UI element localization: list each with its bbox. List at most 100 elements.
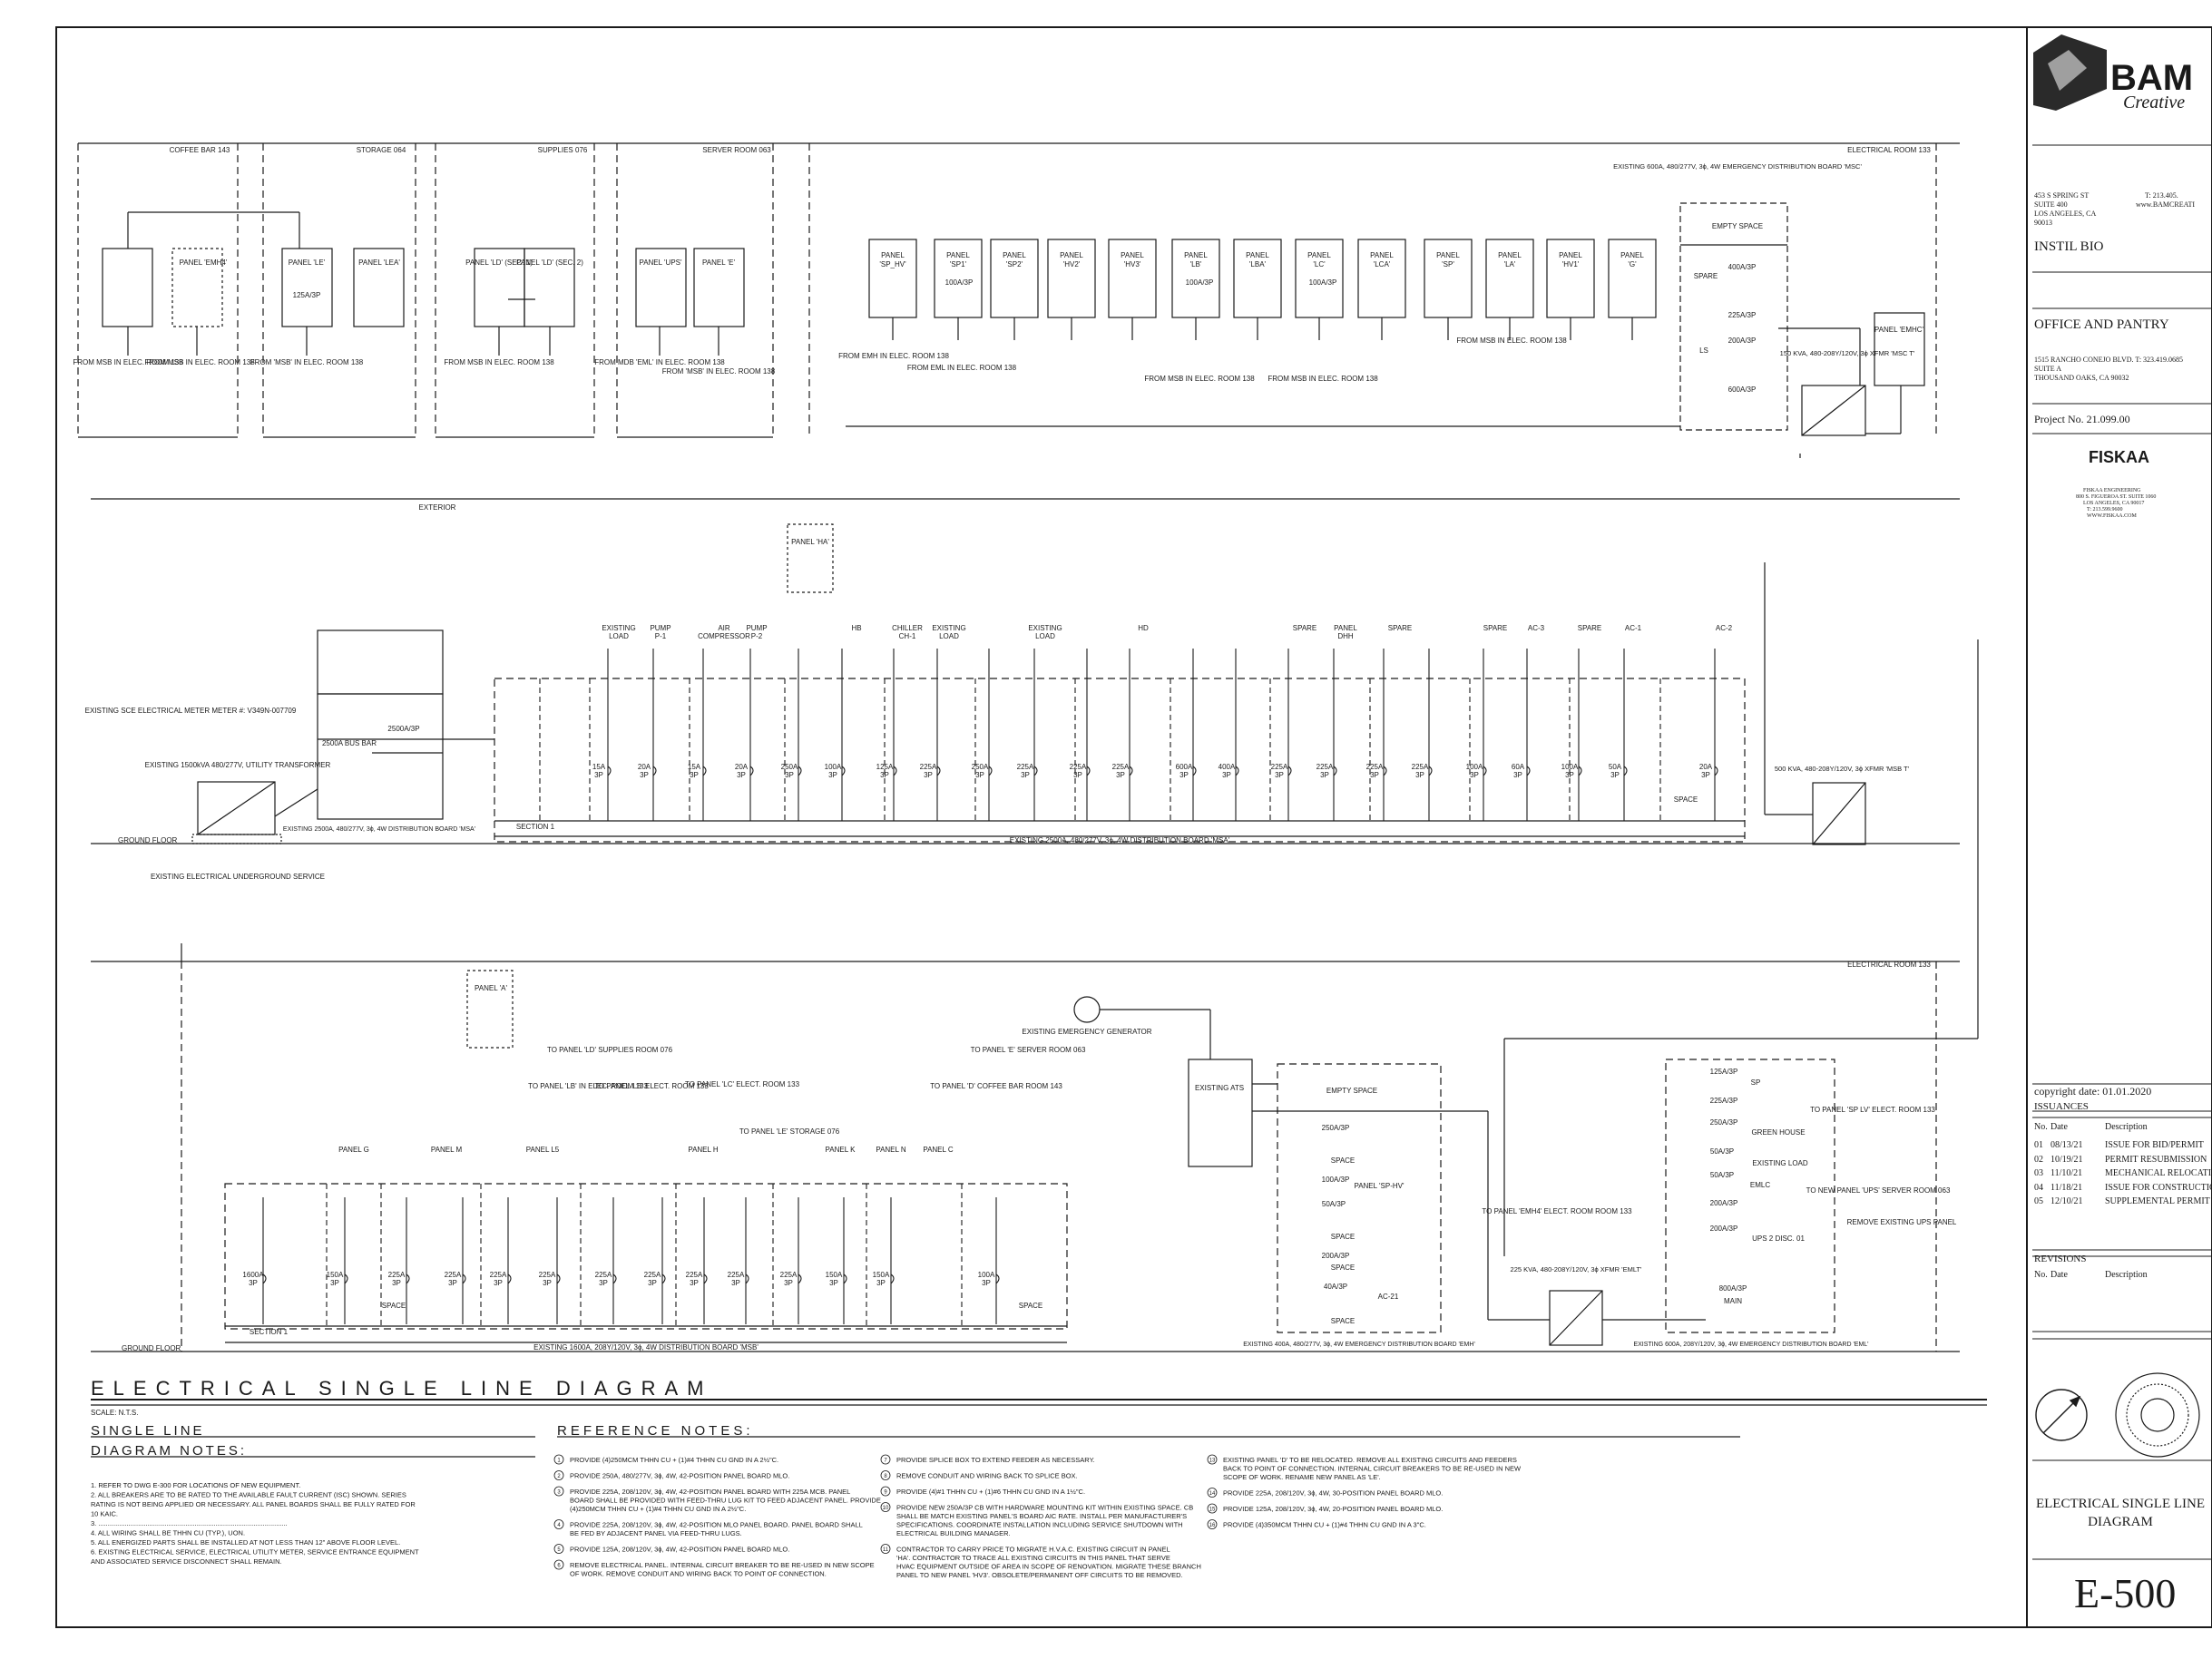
- elec-panel-label: PANEL'SP': [1436, 251, 1460, 268]
- reference-number-marker: [880, 1544, 891, 1554]
- msa-section1: SECTION 1: [516, 823, 555, 831]
- eml-50a-b: 50A/3P: [1710, 1171, 1734, 1179]
- reference-number: 1: [557, 1459, 561, 1464]
- msb-breaker-symbol: [745, 1274, 749, 1284]
- issuance-desc: PERMIT RESUBMISSION: [2105, 1154, 2207, 1165]
- reference-number: 5: [557, 1547, 561, 1553]
- msb-breaker-symbol: [344, 1274, 348, 1284]
- msa-load-label: AC-1: [1625, 624, 1642, 632]
- msb-space-2: SPACE: [1019, 1302, 1043, 1310]
- engineer-line-4: T: 213.599.9600: [2087, 507, 2123, 512]
- reference-notes-heading: REFERENCE NOTES:: [557, 1423, 754, 1439]
- from-label-2: FROM MSB IN ELEC. ROOM 138: [144, 358, 255, 366]
- eml-existing-load: EXISTING LOAD: [1752, 1159, 1808, 1167]
- remove-ups: REMOVE EXISTING UPS PANEL: [1847, 1218, 1957, 1226]
- project-number: Project No. 21.099.00: [2034, 413, 2130, 425]
- elec-panel-label: PANEL'HV2': [1060, 251, 1083, 268]
- reference-number: 16: [1209, 1523, 1216, 1528]
- msc-empty-space: EMPTY SPACE: [1712, 222, 1763, 230]
- msa-breaker-symbol: [1714, 766, 1718, 776]
- reference-number: 13: [1209, 1459, 1216, 1464]
- elec-panel-label: PANEL'LB': [1184, 251, 1208, 268]
- xfmr-150-label: 150 KVA, 480-208Y/120V, 3ϕ XFMR 'MSC T': [1780, 349, 1915, 357]
- msb-panel-label: PANEL M: [431, 1146, 463, 1154]
- diagram-note: AND ASSOCIATED SERVICE DISCONNECT SHALL …: [91, 1557, 282, 1566]
- panel-e: PANEL 'E': [702, 259, 735, 267]
- msc-200a: 200A/3P: [1728, 337, 1757, 345]
- breaker-lc: 100A/3P: [1309, 278, 1337, 287]
- to-e: TO PANEL 'E' SERVER ROOM 063: [971, 1046, 1086, 1054]
- office-web: www.BAMCREATI: [2136, 200, 2196, 209]
- to-lc: TO PANEL 'LC' ELECT. ROOM 133: [685, 1080, 800, 1088]
- emh-empty-space: EMPTY SPACE: [1326, 1087, 1377, 1095]
- room-electrical-bottom: ELECTRICAL ROOM 133: [1847, 961, 1931, 969]
- emh-space-1: SPACE: [1331, 1156, 1356, 1165]
- emh-50a: 50A/3P: [1322, 1200, 1346, 1208]
- engineer-line-2: 800 S. FIGUEROA ST. SUITE 1060: [2076, 494, 2157, 500]
- reference-number: 4: [557, 1523, 561, 1528]
- msa-breaker-symbol: [1333, 766, 1337, 776]
- msb-breaker-symbol: [556, 1274, 561, 1284]
- upper-room-labels: COFFEE BAR 143 STORAGE 064 SUPPLIES 076 …: [73, 146, 1931, 512]
- diagram-note: 5. ALL ENERGIZED PARTS SHALL BE INSTALLE…: [91, 1538, 400, 1547]
- diagram-note: 2. ALL BREAKERS ARE TO BE RATED TO THE A…: [91, 1491, 406, 1499]
- reference-note: PROVIDE NEW 250A/3P CB WITH HARDWARE MOU…: [896, 1504, 1193, 1538]
- revisions-heading: REVISIONS: [2034, 1254, 2087, 1264]
- reference-number-marker: [1207, 1519, 1218, 1529]
- issuance-date: 08/13/21: [2051, 1140, 2083, 1150]
- msc-spare: SPARE: [1694, 272, 1718, 280]
- reference-note: PROVIDE 125A, 208/120V, 3ϕ, 4W, 20-POSIT…: [1223, 1505, 1443, 1513]
- reference-number-marker: [880, 1454, 891, 1465]
- ats-label: EXISTING ATS: [1195, 1084, 1244, 1092]
- issuances-heading: ISSUANCES: [2034, 1101, 2089, 1112]
- msa-breaker-symbol: [1578, 766, 1582, 776]
- elec-room-panels: PANEL'SP_HV'PANEL'SP1'PANEL'SP2'PANEL'HV…: [846, 239, 1680, 427]
- msc-225a: 225A/3P: [1728, 311, 1757, 319]
- sheet-number: E-500: [2074, 1570, 2177, 1616]
- reference-number-marker: [553, 1454, 564, 1465]
- project-addr-3: THOUSAND OAKS, CA 90032: [2034, 374, 2129, 382]
- panel-emh4: PANEL 'EMH4': [180, 259, 228, 267]
- elec-panel-label: PANEL'SP_HV': [879, 251, 906, 268]
- elec-panel-label: PANEL'SP1': [946, 251, 970, 268]
- reference-note: PROVIDE (4)350MCM THHN CU + (1)#4 THHN C…: [1223, 1521, 1426, 1529]
- msa-breaker-symbol: [749, 766, 754, 776]
- reference-number: 2: [557, 1474, 561, 1479]
- msb-breaker-symbol: [262, 1274, 267, 1284]
- emh-title: EXISTING 400A, 480/277V, 3ϕ, 4W EMERGENC…: [1243, 1342, 1475, 1348]
- msa-breaker-symbol: [893, 766, 897, 776]
- bam-logo-mark: [2033, 34, 2107, 111]
- project-addr-2: SUITE A: [2034, 365, 2061, 373]
- underground-label: EXISTING ELECTRICAL UNDERGROUND SERVICE: [151, 873, 325, 881]
- msb-section1: SECTION 1: [250, 1328, 289, 1336]
- msb-breaker-symbol: [406, 1274, 410, 1284]
- msa-board-title: EXISTING 2500A, 480/277V, 3ϕ, 4W DISTRIB…: [1010, 836, 1230, 844]
- panel-le: PANEL 'LE': [289, 259, 326, 267]
- engineer-line-5: WWW.FISKAA.COM: [2087, 513, 2137, 519]
- to-ld: TO PANEL 'LD' SUPPLIES ROOM 076: [547, 1046, 673, 1054]
- msa-breaker-symbol: [1086, 766, 1091, 776]
- to-le: TO PANEL 'LE' STORAGE 076: [739, 1127, 840, 1136]
- room-server: SERVER ROOM 063: [702, 146, 771, 154]
- reference-number: 9: [884, 1490, 887, 1496]
- msa-load-label: HD: [1138, 624, 1149, 632]
- reference-number-marker: [880, 1502, 891, 1512]
- room-electrical-top: ELECTRICAL ROOM 133: [1847, 146, 1931, 154]
- room-supplies: SUPPLIES 076: [538, 146, 588, 154]
- panel-ups: PANEL 'UPS': [639, 259, 682, 267]
- reference-number: 15: [1209, 1508, 1216, 1513]
